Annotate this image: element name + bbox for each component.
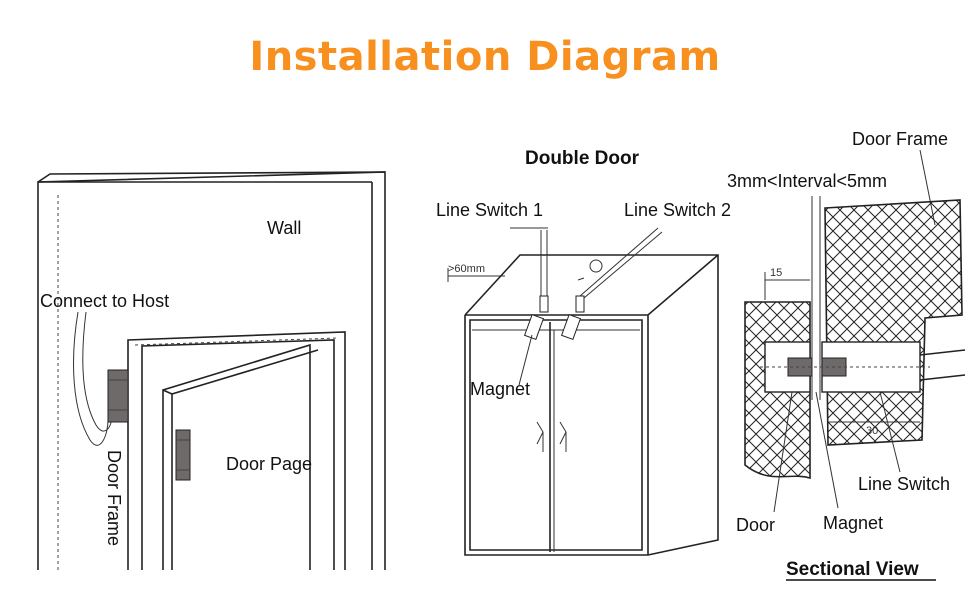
dim-30-label: 30 <box>866 425 878 437</box>
door-page-panel <box>162 343 319 570</box>
frame-switch-block <box>107 369 129 423</box>
cabinet-outline <box>464 254 719 556</box>
door-frame-vertical-label: Door Frame <box>104 450 124 546</box>
wall-frame <box>37 171 386 570</box>
wall-label: Wall <box>267 218 301 238</box>
magnet-label: Magnet <box>470 379 530 399</box>
cabinet-switches <box>510 227 663 341</box>
line-switch-label: Line Switch <box>858 474 950 494</box>
door-magnet-block <box>175 429 191 481</box>
sectional-door-frame-label: Door Frame <box>852 129 948 149</box>
frame-hatch-block <box>824 199 963 446</box>
dim-15-label: 15 <box>770 267 782 279</box>
interval-label: 3mm<Interval<5mm <box>727 171 887 191</box>
door-page-label: Door Page <box>226 454 312 474</box>
door-label: Door <box>736 515 775 535</box>
page-title: Installation Diagram <box>249 34 721 80</box>
sectional-view: Door Frame 3mm<Interval<5mm 15 30 Line S… <box>727 129 966 581</box>
line-switch-2-label: Line Switch 2 <box>624 200 731 220</box>
gap-note: >60mm <box>448 263 485 275</box>
double-door-view: Double Door Line Switch 1 Line Switch 2 … <box>436 148 731 556</box>
host-cable <box>73 311 113 446</box>
left-view: Wall Connect to Host Door Page Door Fram… <box>37 171 386 570</box>
sectional-magnet-label: Magnet <box>823 513 883 533</box>
double-door-heading: Double Door <box>525 148 640 169</box>
connect-to-host-label: Connect to Host <box>40 291 169 311</box>
line-switch-1-label: Line Switch 1 <box>436 200 543 220</box>
sectional-view-caption: Sectional View <box>786 559 919 580</box>
door-frame-outline <box>127 331 346 570</box>
